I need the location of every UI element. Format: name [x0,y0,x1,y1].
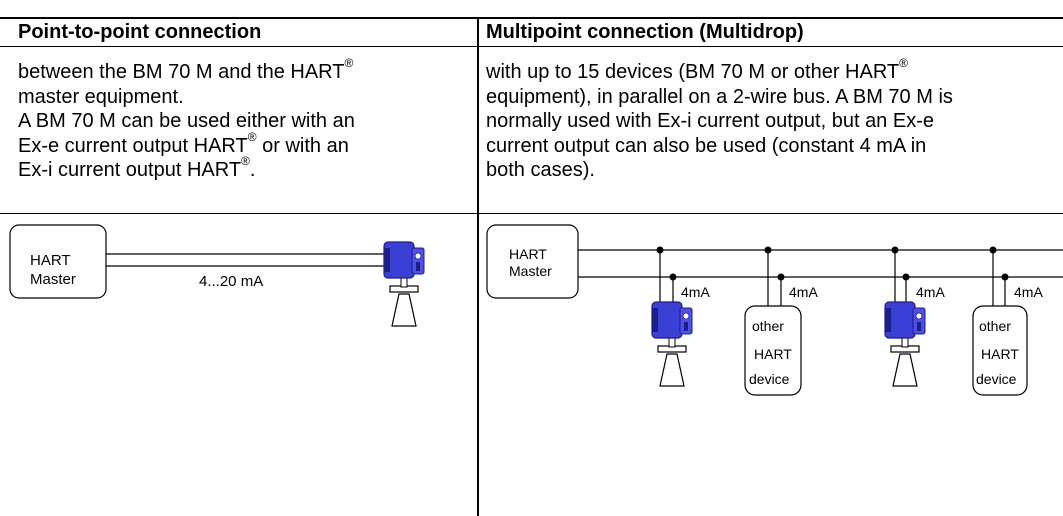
other-device-label: HART [981,346,1019,362]
paragraph-line: both cases). [486,159,595,181]
paragraph-line: equipment), in parallel on a 2-wire bus.… [486,85,953,108]
other-device-label: HART [754,346,792,362]
header-divider [0,46,1063,47]
hart-master-box [9,224,107,299]
other-device-label: device [976,371,1017,387]
other-hart-device-box [744,305,802,396]
paragraph-line: with up to 15 devices (BM 70 M or other … [486,56,908,83]
other-device-label: other [979,318,1011,334]
point-to-point-diagram: HART Master 4...20 mA [9,224,425,327]
radar-transmitter [884,301,926,387]
paragraph-line: Ex-i current output HART®. [18,154,256,181]
drop-current-label: 4mA [916,284,945,300]
drop-current-label: 4mA [681,284,710,300]
radar-transmitter [651,301,693,387]
paragraph-line: between the BM 70 M and the HART® [18,56,354,83]
hart-master-label: Master [509,263,552,279]
right-column-heading: Multipoint connection (Multidrop) [486,21,804,43]
drop-other-device-2: 4mA other HART device [972,246,1043,396]
hart-master-label: HART [30,252,71,269]
radar-transmitter [383,241,425,327]
drop-current-label: 4mA [1014,284,1043,300]
right-description: with up to 15 devices (BM 70 M or other … [486,56,953,183]
table-top-border [0,17,1063,19]
left-description: between the BM 70 M and the HART® master… [18,56,355,183]
hart-master-label: Master [30,271,76,288]
paragraph-line: current output can also be used (constan… [486,134,927,157]
other-device-label: device [749,371,790,387]
other-hart-device-box [972,305,1028,396]
paragraph-line: Ex-e current output HART® or with an [18,129,349,157]
hart-master-box [486,224,579,299]
drop-other-device-1: 4mA other HART device [744,246,818,396]
hart-master-label: HART [509,246,547,262]
left-column-heading: Point-to-point connection [18,21,262,43]
paragraph-line: master equipment. [18,85,184,108]
drop-current-label: 4mA [789,284,818,300]
paragraph-line: normally used with Ex-i current output, … [486,110,934,132]
other-device-label: other [752,318,784,334]
column-divider [477,17,479,516]
text-row-divider [0,213,1063,214]
drop-transmitter-1: 4mA [651,246,710,387]
drop-transmitter-2: 4mA [884,246,945,387]
multidrop-diagram: HART Master 4mA 4mA other HART device 4m… [486,224,1063,396]
paragraph-line: A BM 70 M can be used either with an [18,110,355,132]
current-signal-label: 4...20 mA [199,273,263,290]
